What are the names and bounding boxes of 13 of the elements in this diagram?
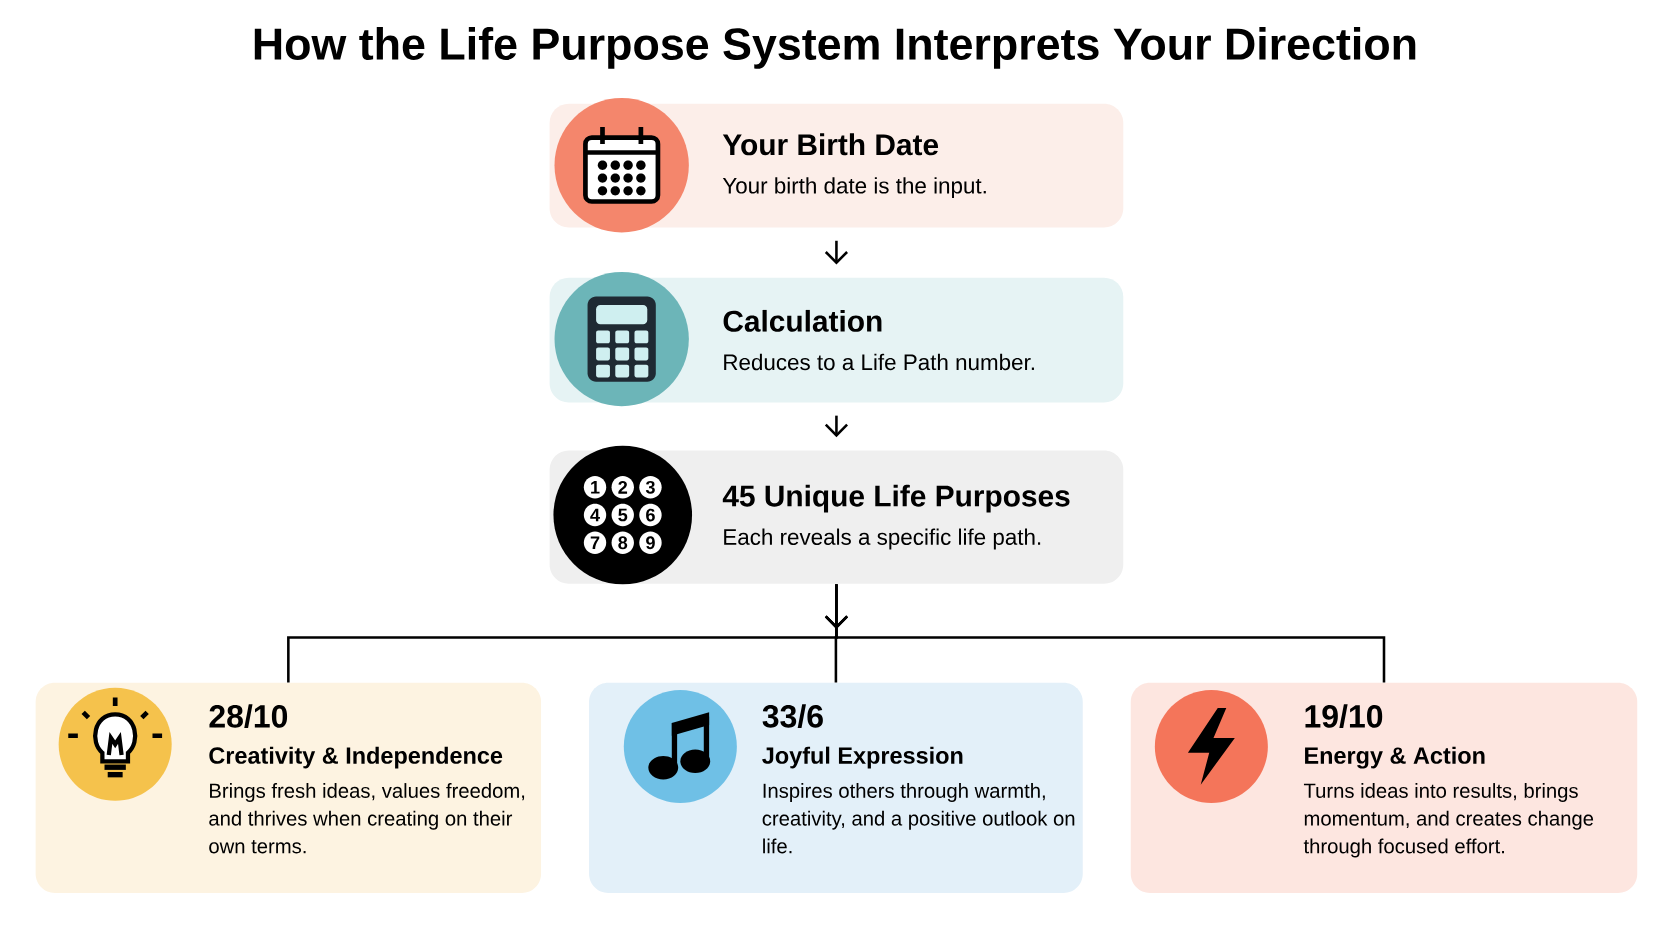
result-card: 19/10 Energy & Action Turns ideas into results, brings momentum, and creates change through focused effort. [1130,682,1638,893]
label: 8 [618,536,628,549]
title: How the Life Purpose System Interprets Your Direction [254,26,1416,69]
result-card: 33/6 Joyful Expression Inspires others through warmth, creativity, and a positive outlook on life. [589,682,1083,893]
label: 6 [646,508,655,522]
label: 2 [618,480,628,494]
label: 9 [646,536,655,549]
label: 4 [590,508,600,522]
label: 3 [645,480,655,494]
result-card: 28/10 Creativity & Independence Brings fresh ideas, values freedom, and thrives when creating on their own terms. [35,682,542,893]
label: 1 [591,480,600,494]
label: 7 [590,536,600,549]
label: 5 [618,508,628,522]
